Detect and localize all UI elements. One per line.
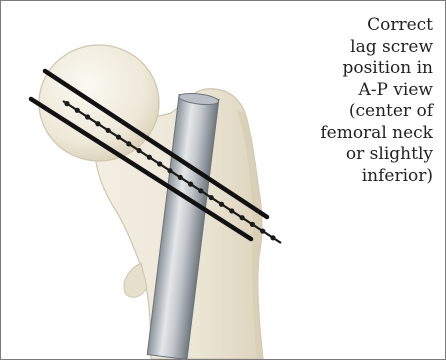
screw-thread-bead (75, 108, 80, 113)
screw-thread-bead (260, 228, 265, 233)
screw-thread-bead (240, 215, 245, 220)
caption-line: or slightly (283, 144, 433, 166)
screw-thread-bead (95, 121, 100, 126)
caption-line: Correct (283, 15, 433, 37)
screw-thread-bead (147, 155, 152, 160)
caption-line: A-P view (283, 80, 433, 102)
caption-line: (center of (283, 101, 433, 123)
screw-thread-bead (270, 235, 275, 240)
screw-thread-bead (116, 135, 121, 140)
caption-line: femoral neck (283, 123, 433, 145)
screw-thread-bead (64, 101, 69, 106)
screw-thread-bead (250, 222, 255, 227)
caption-text: Correct lag screw position in A-P view (… (283, 15, 433, 187)
screw-thread-bead (137, 148, 142, 153)
screw-thread-bead (106, 128, 111, 133)
screw-thread-bead (229, 208, 234, 213)
screw-thread-bead (85, 114, 90, 119)
screw-thread-bead (209, 195, 214, 200)
screw-thread-bead (198, 188, 203, 193)
caption-line: lag screw (283, 37, 433, 59)
screw-thread-bead (188, 182, 193, 187)
screw-thread-bead (167, 168, 172, 173)
screw-thread-bead (178, 175, 183, 180)
caption-line: position in (283, 58, 433, 80)
screw-thread-bead (219, 202, 224, 207)
screw-thread-bead (157, 161, 162, 166)
screw-thread-bead (126, 141, 131, 146)
caption-line: inferior) (283, 166, 433, 188)
